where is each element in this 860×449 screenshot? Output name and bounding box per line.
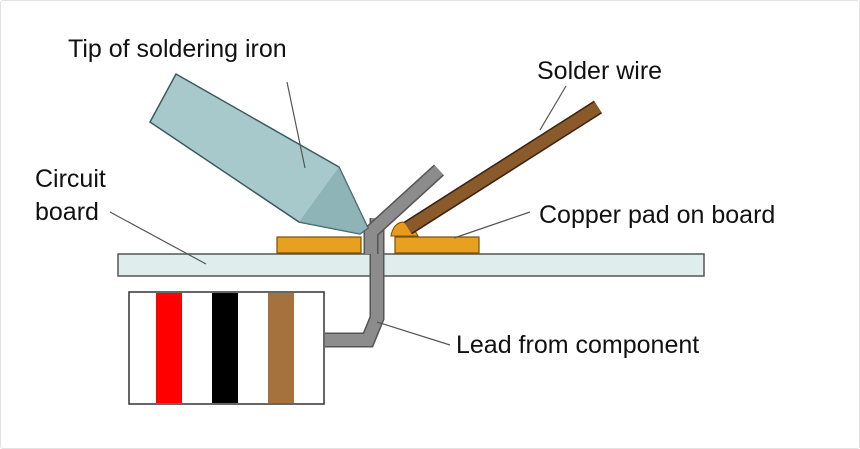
- label-iron-tip: Tip of soldering iron: [68, 35, 287, 63]
- circuit-board: [117, 253, 705, 277]
- label-circuit: Circuit: [35, 165, 106, 193]
- soldering-iron-shade: [299, 167, 368, 234]
- resistor-band-red: [156, 293, 182, 403]
- leader-solder: [539, 85, 567, 131]
- component-lead-top-fill: [365, 165, 444, 254]
- copper-pad-right: [394, 236, 480, 254]
- copper-pad-left: [276, 236, 362, 254]
- label-board: board: [35, 198, 99, 226]
- component-lead-fill: [325, 218, 383, 346]
- label-copper-pad: Copper pad on board: [539, 201, 776, 229]
- label-lead: Lead from component: [456, 331, 700, 359]
- leader-board: [109, 211, 207, 265]
- leader-copper: [453, 211, 531, 239]
- leader-lead: [376, 321, 451, 346]
- solder-wire-fill: [404, 101, 602, 234]
- label-solder-wire: Solder wire: [537, 57, 663, 85]
- resistor-band-black: [212, 293, 238, 403]
- leader-iron: [286, 81, 306, 169]
- resistor-band-brown: [268, 293, 294, 403]
